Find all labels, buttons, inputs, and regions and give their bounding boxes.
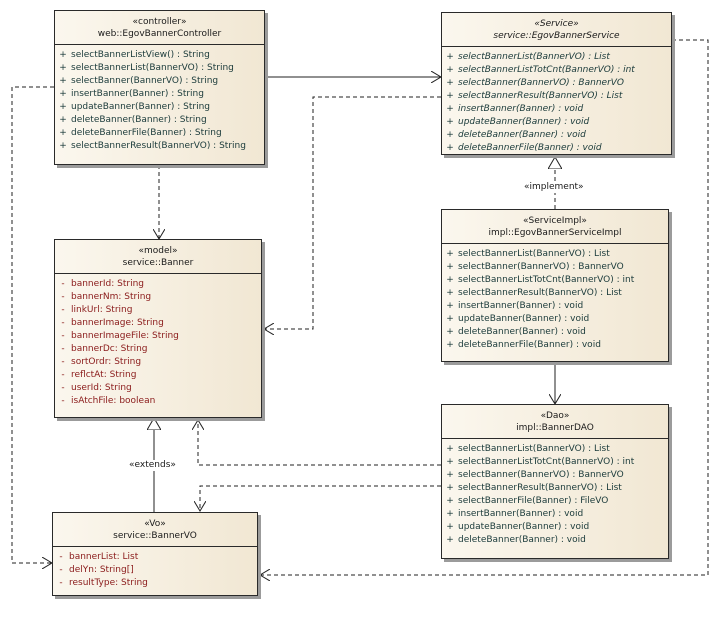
service-stereotype: «Service» bbox=[534, 19, 579, 29]
operation: +selectBanner(BannerVO) : BannerVO bbox=[446, 262, 624, 272]
operation: +selectBannerListTotCnt(BannerVO) : int bbox=[446, 275, 635, 285]
operation: +insertBanner(Banner) : void bbox=[446, 104, 584, 114]
operation: +insertBanner(Banner) : void bbox=[446, 301, 584, 311]
attribute: -sortOrdr: String bbox=[61, 357, 142, 367]
controller-class[interactable]: «controller» web::EgovBannerController +… bbox=[54, 10, 265, 165]
operation: +insertBanner(Banner) : String bbox=[59, 89, 204, 99]
operation: +deleteBannerFile(Banner) : void bbox=[446, 143, 602, 153]
dao-to-vo-dependency bbox=[200, 485, 441, 511]
operation: +updateBanner(Banner) : void bbox=[446, 117, 590, 127]
vo-attributes: -bannerList: List -delYn: String[] -resu… bbox=[53, 547, 257, 590]
operation: +selectBanner(BannerVO) : BannerVO bbox=[446, 470, 624, 480]
attribute: -delYn: String[] bbox=[59, 565, 134, 575]
operation: +selectBanner(BannerVO) : BannerVO bbox=[446, 78, 625, 88]
dao-to-model-dependency bbox=[198, 420, 441, 466]
controller-to-vo-dependency bbox=[11, 86, 54, 563]
controller-operations: +selectBannerListView() : String +select… bbox=[55, 45, 264, 153]
attribute: -bannerId: String bbox=[61, 279, 144, 289]
service-impl-class[interactable]: «ServiceImpl» impl::EgovBannerServiceImp… bbox=[441, 209, 669, 362]
operation: +selectBannerFile(Banner) : FileVO bbox=[446, 496, 609, 506]
attribute: -reflctAt: String bbox=[61, 370, 137, 380]
controller-stereotype: «controller» bbox=[132, 17, 187, 27]
controller-name: web::EgovBannerController bbox=[97, 29, 222, 39]
operation: +deleteBanner(Banner) : void bbox=[446, 535, 586, 545]
dao-class[interactable]: «Dao» impl::BannerDAO +selectBannerList(… bbox=[441, 404, 669, 559]
operation: +selectBannerList(BannerVO) : List bbox=[446, 249, 610, 259]
model-stereotype: «model» bbox=[138, 246, 178, 256]
impl-stereotype: «ServiceImpl» bbox=[523, 216, 587, 226]
operation: +selectBannerResult(BannerVO) : String bbox=[59, 141, 246, 151]
operation: +selectBannerResult(BannerVO) : List bbox=[446, 288, 622, 298]
attribute: -bannerImage: String bbox=[61, 318, 164, 328]
model-name: service::Banner bbox=[122, 258, 194, 268]
implement-label: «implement» bbox=[523, 182, 585, 193]
operation: +deleteBanner(Banner) : void bbox=[446, 130, 586, 140]
impl-class-header: «ServiceImpl» impl::EgovBannerServiceImp… bbox=[442, 210, 668, 244]
operation: +selectBannerListTotCnt(BannerVO) : int bbox=[446, 65, 635, 75]
operation: +selectBannerList(BannerVO) : List bbox=[446, 444, 610, 454]
attribute: -linkUrl: String bbox=[61, 305, 133, 315]
service-class-header: «Service» service::EgovBannerService bbox=[442, 13, 671, 47]
service-interface[interactable]: «Service» service::EgovBannerService +se… bbox=[441, 12, 672, 155]
attribute: -resultType: String bbox=[59, 578, 148, 588]
vo-name: service::BannerVO bbox=[113, 531, 197, 541]
operation: +deleteBannerFile(Banner) : void bbox=[446, 340, 601, 350]
attribute: -bannerNm: String bbox=[61, 292, 152, 302]
dao-operations: +selectBannerList(BannerVO) : List +sele… bbox=[442, 439, 668, 547]
operation: +selectBannerList(BannerVO) : List bbox=[446, 52, 610, 62]
operation: +selectBannerResult(BannerVO) : List bbox=[446, 483, 622, 493]
operation: +updateBanner(Banner) : String bbox=[59, 102, 211, 112]
model-class-header: «model» service::Banner bbox=[55, 240, 261, 274]
service-operations: +selectBannerList(BannerVO) : List +sele… bbox=[442, 47, 671, 155]
operation: +deleteBanner(Banner) : void bbox=[446, 327, 586, 337]
dao-name: impl::BannerDAO bbox=[516, 423, 594, 433]
service-name: service::EgovBannerService bbox=[493, 31, 620, 41]
impl-name: impl::EgovBannerServiceImpl bbox=[488, 228, 622, 238]
extends-label: «extends» bbox=[128, 460, 177, 471]
attribute: -isAtchFile: boolean bbox=[61, 396, 156, 406]
operation: +selectBanner(BannerVO) : String bbox=[59, 76, 219, 86]
controller-class-header: «controller» web::EgovBannerController bbox=[55, 11, 264, 45]
vo-stereotype: «Vo» bbox=[144, 519, 166, 529]
model-attributes: -bannerId: String -bannerNm: String -lin… bbox=[55, 274, 261, 408]
dao-class-header: «Dao» impl::BannerDAO bbox=[442, 405, 668, 439]
operation: +updateBanner(Banner) : void bbox=[446, 314, 590, 324]
attribute: -bannerList: List bbox=[59, 552, 139, 562]
service-to-vo-dependency bbox=[260, 39, 709, 575]
operation: +insertBanner(Banner) : void bbox=[446, 509, 584, 519]
operation: +selectBannerResult(BannerVO) : List bbox=[446, 91, 623, 101]
impl-operations: +selectBannerList(BannerVO) : List +sele… bbox=[442, 244, 668, 352]
operation: +selectBannerListTotCnt(BannerVO) : int bbox=[446, 457, 635, 467]
operation: +deleteBanner(Banner) : String bbox=[59, 115, 207, 125]
vo-class[interactable]: «Vo» service::BannerVO -bannerList: List… bbox=[52, 512, 258, 596]
operation: +updateBanner(Banner) : void bbox=[446, 522, 590, 532]
dao-stereotype: «Dao» bbox=[540, 411, 570, 421]
operation: +deleteBannerFile(Banner) : String bbox=[59, 128, 222, 138]
attribute: -userId: String bbox=[61, 383, 132, 393]
attribute: -bannerImageFile: String bbox=[61, 331, 179, 341]
model-class[interactable]: «model» service::Banner -bannerId: Strin… bbox=[54, 239, 262, 418]
operation: +selectBannerList(BannerVO) : String bbox=[59, 63, 234, 73]
attribute: -bannerDc: String bbox=[61, 344, 148, 354]
service-to-model-dependency bbox=[264, 96, 441, 329]
vo-class-header: «Vo» service::BannerVO bbox=[53, 513, 257, 547]
operation: +selectBannerListView() : String bbox=[59, 50, 210, 60]
